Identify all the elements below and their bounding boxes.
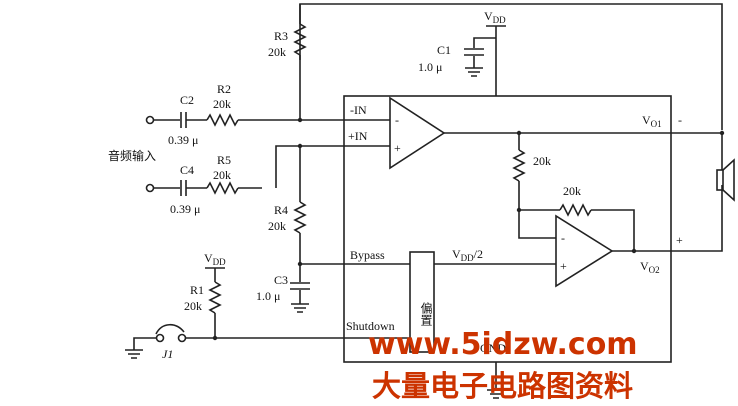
r5-name: R5 bbox=[217, 153, 231, 167]
watermark-title: 大量电子电路图资料 bbox=[372, 369, 633, 403]
r-fb2-value: 20k bbox=[563, 184, 581, 198]
r-fb2-resistor bbox=[559, 203, 592, 217]
input-terminal-2 bbox=[145, 183, 155, 193]
j1-label: J1 bbox=[162, 347, 173, 361]
vo2-label: VO2 bbox=[640, 259, 660, 275]
vo2-sign: + bbox=[676, 233, 683, 247]
j1-contact-right bbox=[177, 333, 187, 343]
amp2-plus: + bbox=[560, 259, 567, 273]
vdd-half-label: VDD/2 bbox=[452, 247, 483, 263]
r4-resistor bbox=[293, 201, 307, 234]
plus-in-wire bbox=[275, 145, 390, 188]
vdd-top-wire bbox=[486, 25, 506, 96]
c1-wire bbox=[473, 37, 496, 48]
c4-value: 0.39 μ bbox=[170, 202, 200, 216]
r-fb1-value: 20k bbox=[533, 154, 551, 168]
r5-value: 20k bbox=[213, 168, 231, 182]
vdd-top-label: VDD bbox=[484, 9, 506, 25]
c1-name: C1 bbox=[437, 43, 451, 57]
vo1-label: VO1 bbox=[642, 113, 662, 129]
c4-name: C4 bbox=[180, 163, 194, 177]
r-fb1-resistor bbox=[512, 149, 526, 182]
c2-capacitor bbox=[180, 112, 187, 128]
plus-in-label: +IN bbox=[348, 129, 368, 143]
ic-package-outline bbox=[343, 95, 672, 363]
amp2-minus: - bbox=[561, 231, 565, 245]
speaker-cone bbox=[722, 158, 735, 202]
amp2-feedback-wire bbox=[591, 209, 635, 251]
c1-ground-icon bbox=[465, 56, 483, 77]
r4-value: 20k bbox=[268, 219, 286, 233]
c2-value: 0.39 μ bbox=[168, 133, 198, 147]
r2-name: R2 bbox=[217, 82, 231, 96]
amplifier-1 bbox=[389, 96, 446, 170]
junction-dot bbox=[297, 117, 303, 123]
gnd-ground-icon bbox=[487, 362, 505, 399]
junction-dot bbox=[212, 335, 218, 341]
vo2-wire bbox=[612, 195, 723, 252]
input-terminal-1 bbox=[145, 115, 155, 125]
r1-value: 20k bbox=[184, 299, 202, 313]
audio-input-label: 音频输入 bbox=[108, 148, 156, 163]
r3-value: 20k bbox=[268, 45, 286, 59]
r1-name: R1 bbox=[190, 283, 204, 297]
r2-resistor bbox=[206, 113, 239, 127]
c2-name: C2 bbox=[180, 93, 194, 107]
c3-capacitor bbox=[290, 282, 310, 290]
j1-contact-left bbox=[155, 333, 165, 343]
c3-value: 1.0 μ bbox=[256, 289, 280, 303]
vdd-left-label: VDD bbox=[204, 251, 226, 267]
j1-ground-icon bbox=[125, 337, 156, 359]
c3-name: C3 bbox=[274, 273, 288, 287]
r3-resistor bbox=[293, 23, 307, 56]
gnd-label: GND bbox=[480, 341, 506, 355]
watermark-site: www.5idzw.com bbox=[368, 327, 638, 362]
r2-value: 20k bbox=[213, 97, 231, 111]
r1-resistor bbox=[208, 281, 222, 314]
junction-dot bbox=[516, 207, 522, 213]
r4-name: R4 bbox=[274, 203, 288, 217]
junction-dot bbox=[297, 261, 303, 267]
c1-value: 1.0 μ bbox=[418, 60, 442, 74]
c3-ground-icon bbox=[291, 290, 309, 313]
junction-dot bbox=[631, 248, 637, 254]
bias-block bbox=[409, 251, 435, 353]
amplifier-2 bbox=[555, 214, 614, 288]
c4-capacitor bbox=[180, 180, 187, 196]
shutdown-label: Shutdown bbox=[346, 319, 395, 333]
bias-label: 偏置 bbox=[419, 301, 433, 326]
c1-capacitor bbox=[464, 48, 484, 56]
r5-resistor bbox=[206, 181, 239, 195]
j1-switch-lever bbox=[155, 323, 185, 335]
vo1-sign: - bbox=[678, 113, 682, 127]
speaker-feedback-wire bbox=[299, 3, 723, 130]
amp1-plus: + bbox=[394, 141, 401, 155]
bypass-label: Bypass bbox=[350, 248, 385, 262]
junction-dot bbox=[297, 143, 303, 149]
amp2-minus-wire bbox=[518, 181, 556, 239]
r3-name: R3 bbox=[274, 29, 288, 43]
speaker-icon bbox=[716, 169, 724, 191]
amp1-minus: - bbox=[395, 113, 399, 127]
vdd-left-wire bbox=[205, 267, 225, 282]
minus-in-label: -IN bbox=[350, 103, 367, 117]
